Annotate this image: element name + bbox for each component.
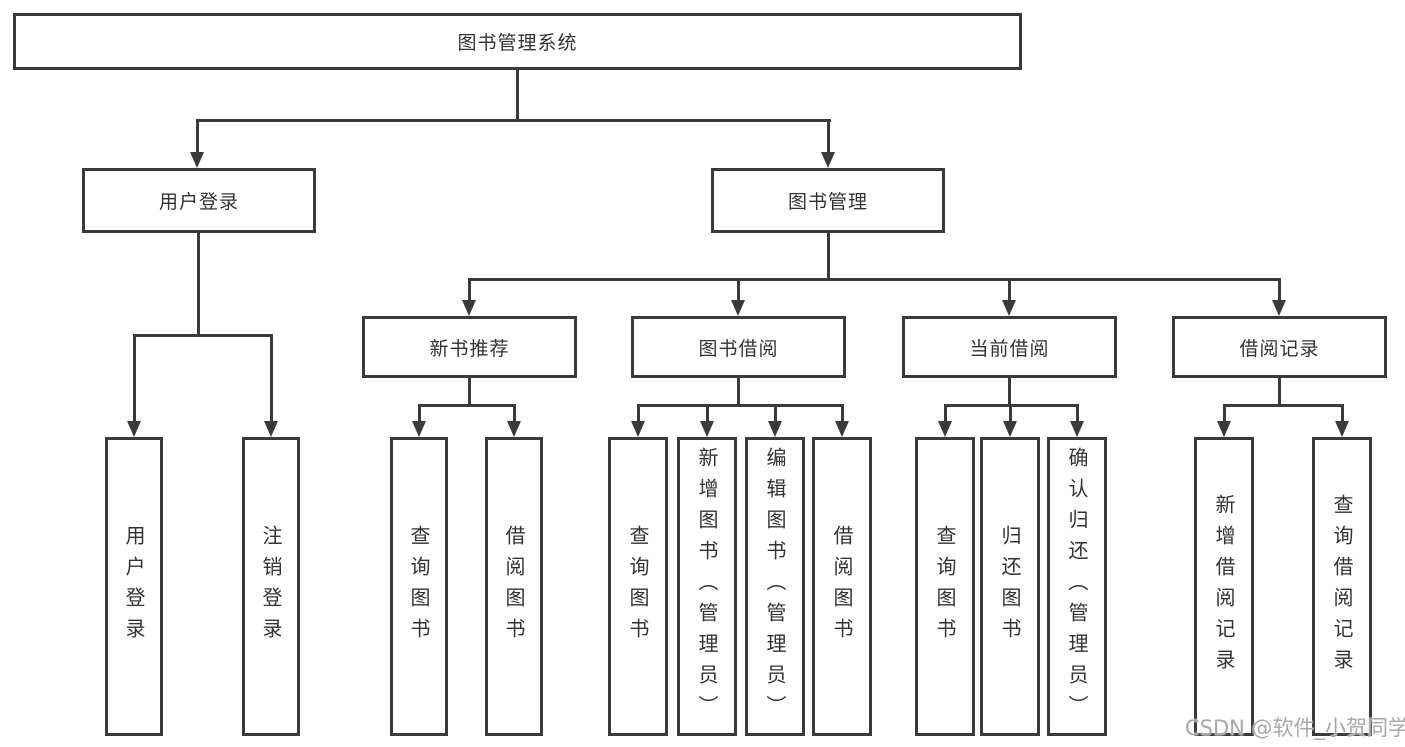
leaf-add-book-admin: 新增图书（管理员） [677,437,737,736]
arrow-down-icon [700,421,714,437]
connector-leaf-stem [513,404,516,421]
connector-book-borrow-split [637,404,844,407]
connector-leaf-stem [1341,404,1344,421]
arrow-down-icon [1217,421,1231,437]
leaf-return-book-label: 归还图书 [998,524,1022,649]
leaf-confirm-return-admin-label: 确认归还（管理员） [1065,447,1089,726]
leaf-edit-book-admin: 编辑图书（管理员） [745,437,805,736]
arrow-down-icon [1272,300,1286,316]
connector-to-leaf-user-login [133,334,136,421]
connector-new-book-stem [468,378,471,404]
connector-to-borrow-records [1278,278,1281,302]
node-root-library-management-system: 图书管理系统 [13,13,1022,70]
arrow-down-icon [1003,421,1017,437]
node-current-borrowing: 当前借阅 [902,316,1117,378]
connector-leaf-stem [637,404,640,421]
arrow-down-icon [190,152,204,168]
connector-leaf-stem [418,404,421,421]
leaf-add-borrow-record: 新增借阅记录 [1194,437,1254,736]
leaf-query-books-borrowing-label: 查询图书 [626,524,650,649]
leaf-query-borrow-record: 查询借阅记录 [1312,437,1372,736]
connector-leaf-stem [1223,404,1226,421]
leaf-return-book: 归还图书 [980,437,1040,736]
connector-borrow-records-stem [1278,378,1281,404]
leaf-query-borrow-record-label: 查询借阅记录 [1330,493,1354,680]
leaf-query-books-current: 查询图书 [915,437,975,736]
connector-book-borrow-stem [737,378,740,404]
node-current-borrowing-label: 当前借阅 [969,337,1050,360]
connector-to-user-login [196,119,199,153]
connector-leaf-stem [774,404,777,421]
node-new-book-recommendation-label: 新书推荐 [429,337,510,360]
csdn-watermark: CSDN @软件_小贺同学 [1185,716,1405,740]
arrow-down-icon [462,300,476,316]
arrow-down-icon [731,300,745,316]
connector-leaf-stem [1076,404,1079,421]
connector-user-login-split [133,334,273,337]
connector-book-mgmt-stem [827,233,830,278]
connector-leaf-stem [841,404,844,421]
leaf-user-login-label: 用户登录 [122,524,146,649]
node-book-borrowing: 图书借阅 [631,316,846,378]
connector-leaf-stem [944,404,947,421]
connector-leaf-stem [706,404,709,421]
arrow-down-icon [1335,421,1349,437]
leaf-borrow-books-borrowing-label: 借阅图书 [830,524,854,649]
leaf-user-login: 用户登录 [105,437,163,736]
leaf-logout: 注销登录 [242,437,300,736]
node-root-label: 图书管理系统 [457,32,578,54]
connector-to-new-book [468,278,471,302]
connector-to-book-mgmt [827,119,830,153]
leaf-borrow-books-recommend-label: 借阅图书 [502,524,526,649]
leaf-add-book-admin-label: 新增图书（管理员） [695,447,719,726]
connector-to-leaf-logout [270,334,273,421]
connector-book-mgmt-split [468,278,1281,281]
node-book-management-label: 图书管理 [787,191,868,213]
node-new-book-recommendation: 新书推荐 [362,316,577,378]
connector-to-book-borrow [737,278,740,302]
node-borrowing-records-label: 借阅记录 [1239,337,1320,360]
node-user-login: 用户登录 [82,168,316,233]
arrow-down-icon [1070,421,1084,437]
leaf-query-books-current-label: 查询图书 [933,524,957,649]
arrow-down-icon [938,421,952,437]
node-user-login-label: 用户登录 [158,191,239,213]
leaf-logout-label: 注销登录 [259,524,283,649]
arrow-down-icon [1002,300,1016,316]
connector-to-current-borrow [1008,278,1011,302]
arrow-down-icon [821,152,835,168]
connector-current-borrow-stem [1008,378,1011,404]
connector-borrow-records-split [1223,404,1343,407]
connector-new-book-split [418,404,516,407]
arrow-down-icon [507,421,521,437]
node-book-borrowing-label: 图书借阅 [698,337,779,360]
connector-root-stem [516,70,519,119]
leaf-query-books-recommend-label: 查询图书 [407,524,431,649]
leaf-borrow-books-recommend: 借阅图书 [485,437,543,736]
arrow-down-icon [127,421,141,437]
connector-user-login-stem [197,233,200,334]
node-borrowing-records: 借阅记录 [1172,316,1387,378]
node-book-management: 图书管理 [711,168,945,233]
arrow-down-icon [412,421,426,437]
arrow-down-icon [631,421,645,437]
leaf-borrow-books-borrowing: 借阅图书 [812,437,872,736]
arrow-down-icon [264,421,278,437]
leaf-confirm-return-admin: 确认归还（管理员） [1047,437,1107,736]
leaf-query-books-recommend: 查询图书 [390,437,448,736]
leaf-add-borrow-record-label: 新增借阅记录 [1212,493,1236,680]
leaf-edit-book-admin-label: 编辑图书（管理员） [763,447,787,726]
connector-leaf-stem [1009,404,1012,421]
arrow-down-icon [768,421,782,437]
arrow-down-icon [835,421,849,437]
leaf-query-books-borrowing: 查询图书 [608,437,668,736]
connector-root-split [196,119,831,122]
